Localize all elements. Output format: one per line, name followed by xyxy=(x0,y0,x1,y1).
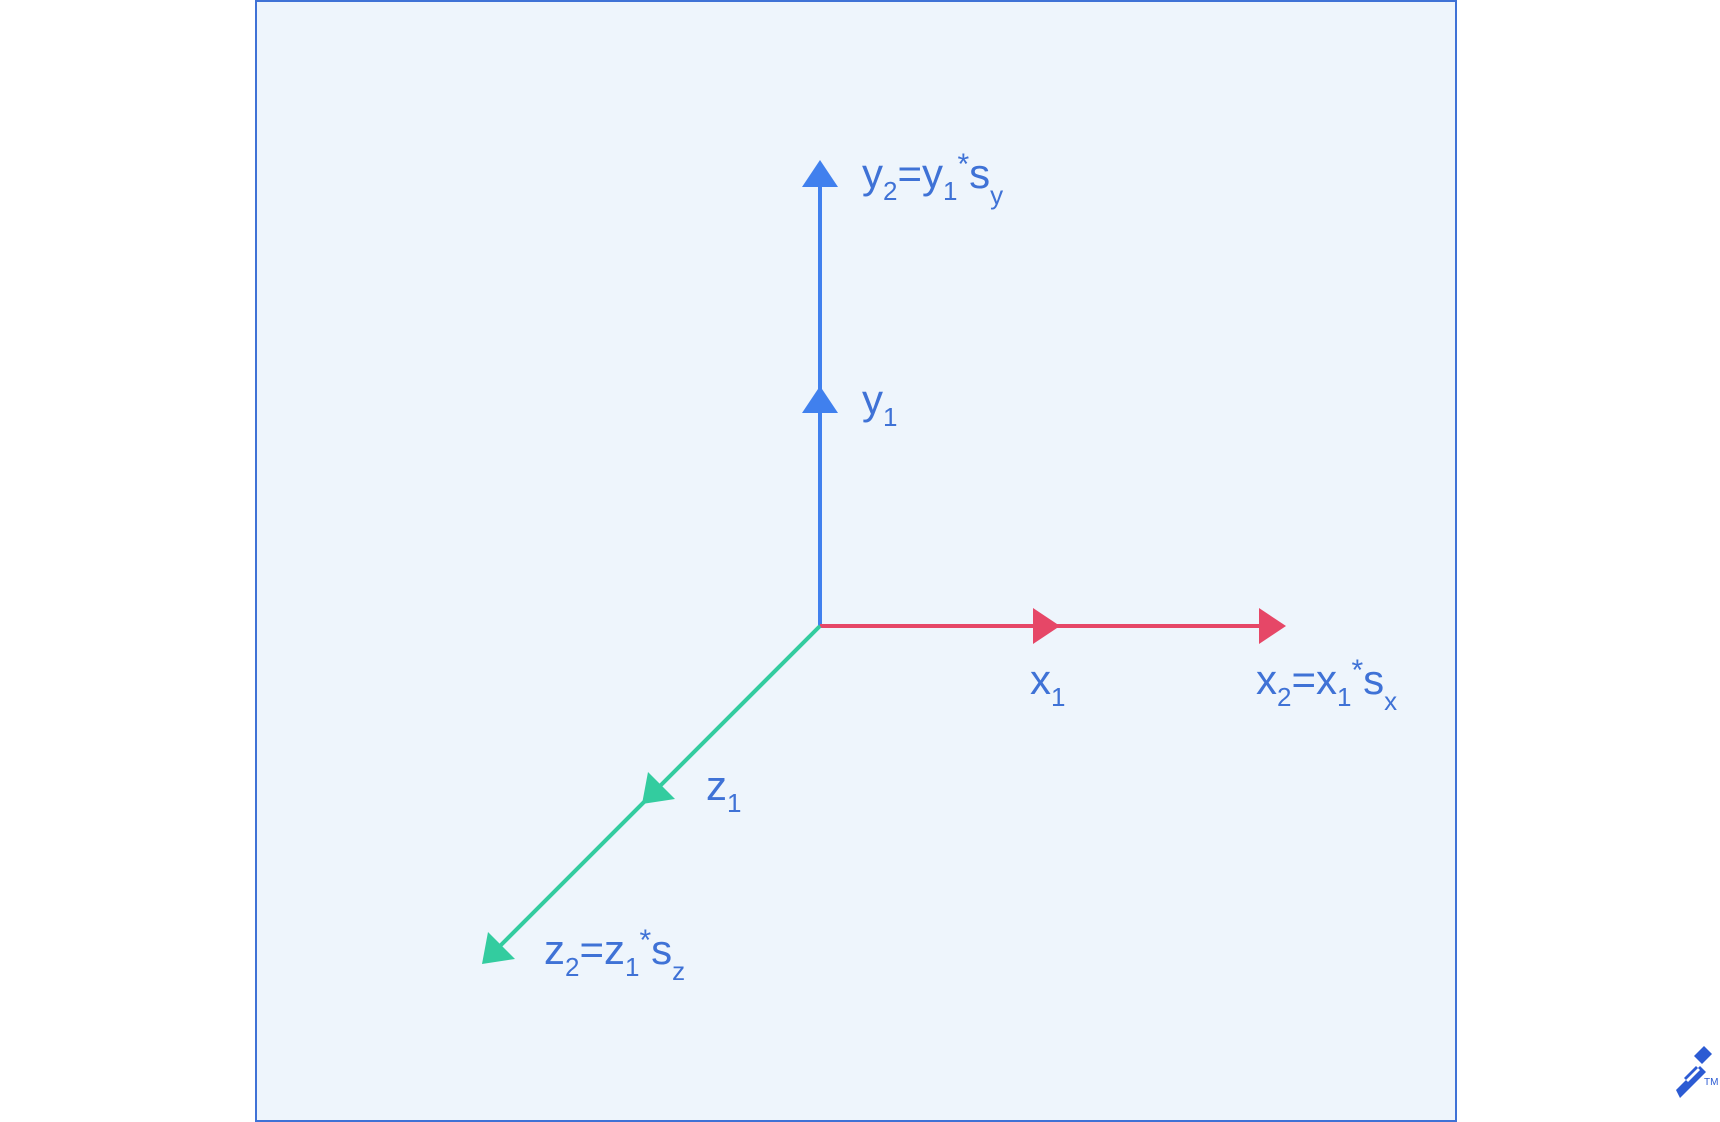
logo-trademark: TM xyxy=(1704,1077,1718,1088)
y-axis xyxy=(802,160,838,626)
x1-arrowhead xyxy=(1033,608,1060,644)
y1-arrowhead xyxy=(802,386,838,413)
label-x2: x2=x1*sx xyxy=(1256,654,1397,716)
z2-arrowhead xyxy=(482,932,515,964)
z-axis xyxy=(482,624,822,964)
label-x1: x1 xyxy=(1030,656,1065,712)
label-z1: z1 xyxy=(706,762,741,818)
label-y2: y2=y1*sy xyxy=(862,148,1003,210)
label-y1: y1 xyxy=(862,376,897,432)
label-z2: z2=z1*sz xyxy=(544,924,685,986)
x2-arrowhead xyxy=(1259,608,1286,644)
z1-arrowhead xyxy=(642,772,675,804)
diagram-frame xyxy=(255,0,1457,1122)
y2-arrowhead xyxy=(802,160,838,187)
x-axis xyxy=(820,608,1286,644)
toptal-logo-icon: TM xyxy=(1676,1046,1718,1098)
